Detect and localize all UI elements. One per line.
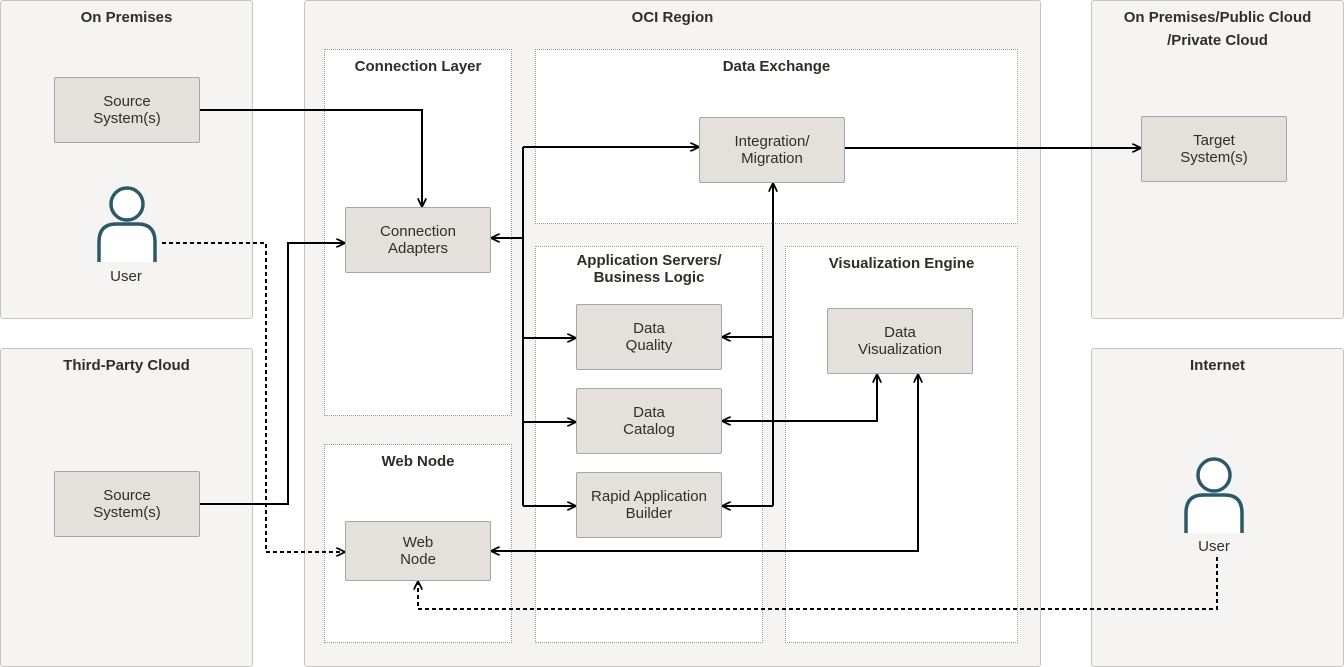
- node-target-systems[interactable]: Target System(s): [1141, 116, 1287, 182]
- node-data-visualization[interactable]: Data Visualization: [827, 308, 973, 374]
- link-internet-user-to-webnode: [418, 557, 1218, 610]
- link-webnode-to-visualization: [492, 375, 918, 551]
- user-icon: [1184, 457, 1244, 533]
- link-source-thirdparty-to-adapters: [200, 243, 344, 505]
- subregion-connection-layer-title: Connection Layer: [354, 58, 482, 75]
- link-onprem-user-to-webnode: [162, 242, 344, 552]
- subregion-app-servers-title: Application Servers/ Business Logic: [576, 252, 722, 286]
- node-data-quality[interactable]: Data Quality: [576, 304, 722, 370]
- region-oci-title: OCI Region: [631, 9, 714, 26]
- user-label-onprem: User: [110, 268, 142, 285]
- region-on-premises-title: On Premises: [80, 9, 173, 26]
- link-catalog-to-visualization: [723, 375, 877, 421]
- subregion-data-exchange-title: Data Exchange: [722, 58, 831, 75]
- node-web-node[interactable]: Web Node: [345, 521, 491, 581]
- user-icon: [97, 186, 157, 262]
- link-source-onprem-to-adapters: [200, 109, 422, 206]
- node-integration-migration[interactable]: Integration/ Migration: [699, 117, 845, 183]
- region-internet-title: Internet: [1189, 357, 1245, 374]
- node-connection-adapters[interactable]: Connection Adapters: [345, 207, 491, 273]
- region-third-party-cloud-title: Third-Party Cloud: [63, 357, 190, 374]
- region-target-cloud-title: On Premises/Public Cloud /Private Cloud: [1123, 9, 1312, 49]
- user-label-internet: User: [1198, 538, 1230, 555]
- node-source-thirdparty[interactable]: Source System(s): [54, 471, 200, 537]
- subregion-web-node-title: Web Node: [381, 453, 455, 470]
- region-on-premises: On Premises: [0, 0, 253, 319]
- subregion-visualization-engine-title: Visualization Engine: [828, 255, 975, 272]
- node-source-onprem[interactable]: Source System(s): [54, 77, 200, 143]
